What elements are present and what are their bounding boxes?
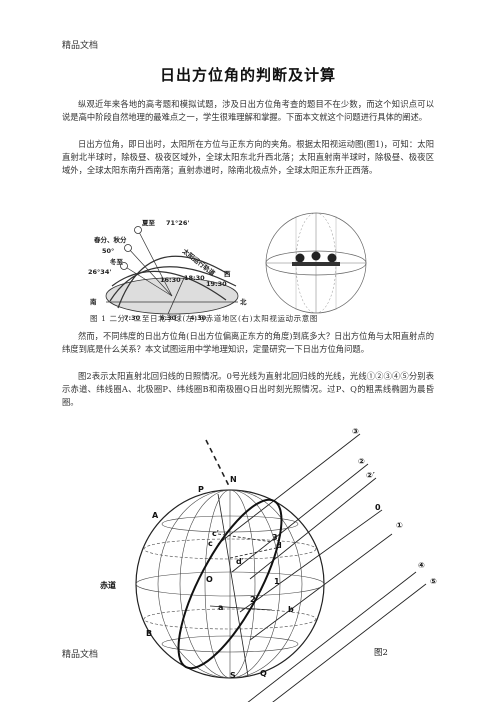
- label-north: 北: [240, 297, 247, 306]
- label-ray4: ④: [418, 561, 425, 570]
- label-dp: d′: [236, 557, 244, 566]
- label-ray2: ②: [358, 457, 365, 466]
- label-S: S: [230, 671, 236, 680]
- label-d: d: [276, 541, 282, 550]
- paragraph-question: 然而，不同纬度的日出方位角(日出方位偏离正东方的角度)到底多大？日出方位角与太阳…: [62, 331, 434, 355]
- label-t1930: 19:30: [206, 280, 227, 288]
- page-header: 精品文档: [62, 41, 99, 51]
- figure1-caption: 图 1 二分、二至日北半球(左)与赤道地区(右)太阳视运动示意图: [90, 314, 318, 323]
- label-t1830: 18:30: [184, 274, 205, 282]
- figure2-globe-diagram: ③ ② ②′ 0 ① ④ ⑤ N P A B O S Q c c′ d d′ a…: [100, 427, 437, 702]
- paragraph-definition: 日出方位角，即日出时，太阳所在方位与正东方向的夹角。根据太阳视运动图(图1)，可…: [62, 139, 434, 176]
- figure1-right-diagram: [265, 212, 367, 314]
- label-c: c: [208, 539, 213, 548]
- paragraph-figure2: 图2表示太阳直射北回归线的日照情况。0号光线为直射北回归线的光线，光线①②③④⑤…: [62, 371, 434, 408]
- label-b: b: [288, 605, 294, 614]
- label-east: 东: [166, 320, 173, 322]
- label-n2: 2: [250, 595, 256, 604]
- figure2-label: 图2: [374, 648, 388, 658]
- label-t1630: 16:30: [160, 276, 181, 284]
- label-n1: 1: [274, 577, 280, 586]
- label-t730: 7:30: [124, 314, 141, 322]
- label-ray5: ⑤: [430, 577, 437, 586]
- label-t430: 4:30: [190, 314, 207, 322]
- label-P: P: [198, 485, 204, 494]
- label-angle-top: 71°26': [166, 219, 189, 227]
- label-equator: 赤道: [100, 580, 116, 590]
- label-cp: c′: [212, 529, 219, 538]
- label-A: A: [152, 511, 159, 520]
- label-angle-26: 26°34': [88, 268, 111, 276]
- article-title: 日出方位角的判断及计算: [159, 66, 336, 84]
- label-ray0: 0: [375, 503, 381, 512]
- label-O: O: [206, 575, 213, 584]
- label-a: a: [218, 603, 223, 612]
- label-ray1: ①: [396, 521, 403, 530]
- label-n3: 3: [272, 533, 278, 542]
- label-winter: 冬至: [110, 257, 124, 266]
- label-ray3: ③: [352, 427, 359, 436]
- label-south: 南: [90, 297, 97, 306]
- label-summer: 夏至: [142, 218, 156, 227]
- label-equinox: 春分、秋分: [93, 235, 127, 244]
- paragraph-intro: 纵观近年来各地的高考题和模拟试题，涉及日出方位角考查的题目不在少数，而这个知识点…: [62, 99, 434, 123]
- label-Q: Q: [260, 669, 267, 678]
- label-ray2p: ②′: [366, 471, 375, 480]
- label-N: N: [230, 475, 237, 484]
- label-angle-50: 50°: [102, 247, 114, 255]
- label-B: B: [146, 629, 152, 638]
- label-west: 西: [224, 270, 231, 278]
- label-t630: 6:30: [160, 314, 177, 322]
- figure1-left-diagram: 夏至 71°26' 春分、秋分 50° 冬至 26°34' 太阳运行轨道 16:…: [88, 216, 250, 322]
- page-footer: 精品文档: [62, 650, 99, 660]
